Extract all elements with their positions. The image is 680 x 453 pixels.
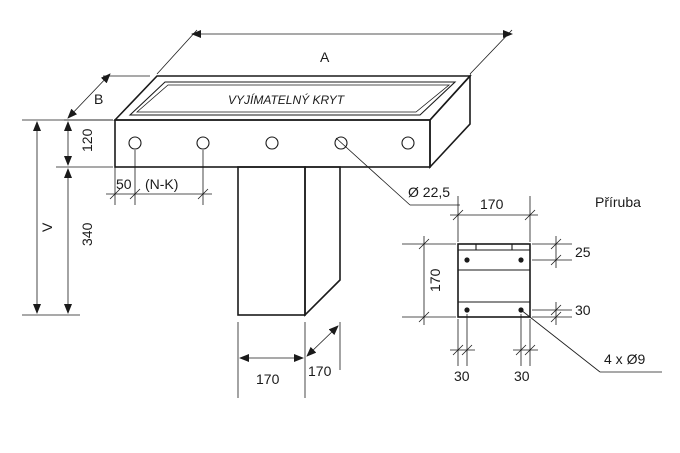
flange-hole-2 xyxy=(518,257,524,263)
cover-label: VYJÍMATELNÝ KRYT xyxy=(228,92,346,107)
label-flange-height: 170 xyxy=(427,268,443,292)
flange xyxy=(457,243,531,318)
dim-a xyxy=(156,29,513,75)
hole-2 xyxy=(196,136,210,150)
label-a: A xyxy=(320,49,330,65)
label-flange-right: 30 xyxy=(514,368,530,384)
flange-dim-height xyxy=(402,236,456,325)
label-post-depth: 170 xyxy=(308,363,332,379)
dim-horizontal-top xyxy=(106,150,212,205)
label-340: 340 xyxy=(79,222,95,246)
label-flange-left: 30 xyxy=(454,368,470,384)
flange-dim-top xyxy=(532,236,572,268)
flange-hole-3 xyxy=(464,307,470,313)
label-flange-bottom: 30 xyxy=(575,302,591,318)
label-nk: (N-K) xyxy=(145,176,178,192)
post-dims xyxy=(237,322,341,398)
hole-leader xyxy=(335,137,460,206)
flange-holes-leader xyxy=(520,309,662,373)
flange-dim-width xyxy=(450,196,538,242)
dim-vertical xyxy=(22,119,113,316)
flange-dim-sides xyxy=(450,314,538,366)
label-hole-dia: Ø 22,5 xyxy=(408,184,450,200)
flange-dim-bottom xyxy=(532,302,572,325)
post xyxy=(237,166,341,317)
label-flange-top: 25 xyxy=(575,244,591,260)
label-b: B xyxy=(94,91,103,107)
label-120: 120 xyxy=(79,128,95,152)
hole-4 xyxy=(334,136,348,150)
flange-hole-1 xyxy=(464,257,470,263)
trough-body xyxy=(113,73,472,170)
hole-5 xyxy=(401,136,415,150)
label-50: 50 xyxy=(116,176,132,192)
holes xyxy=(128,136,415,150)
hole-1 xyxy=(128,136,142,150)
label-flange-width: 170 xyxy=(480,196,504,212)
label-post-width: 170 xyxy=(256,371,280,387)
label-flange-holes: 4 x Ø9 xyxy=(604,351,645,367)
hole-3 xyxy=(265,136,279,150)
flange-title: Příruba xyxy=(595,194,641,210)
label-v: V xyxy=(39,222,55,232)
